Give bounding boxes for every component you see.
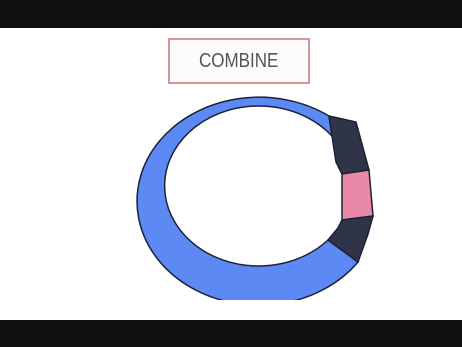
ring-pink-segment[interactable] — [342, 170, 373, 220]
ring-dark-segment-upper[interactable] — [329, 116, 369, 174]
top-letterbox-bar — [0, 0, 462, 28]
ring-puzzle — [118, 88, 380, 300]
ring-blue-segment[interactable] — [137, 97, 358, 300]
combine-button-label: COMBINE — [199, 40, 278, 82]
bottom-letterbox-bar — [0, 320, 462, 347]
combine-button[interactable]: COMBINE — [168, 38, 310, 84]
